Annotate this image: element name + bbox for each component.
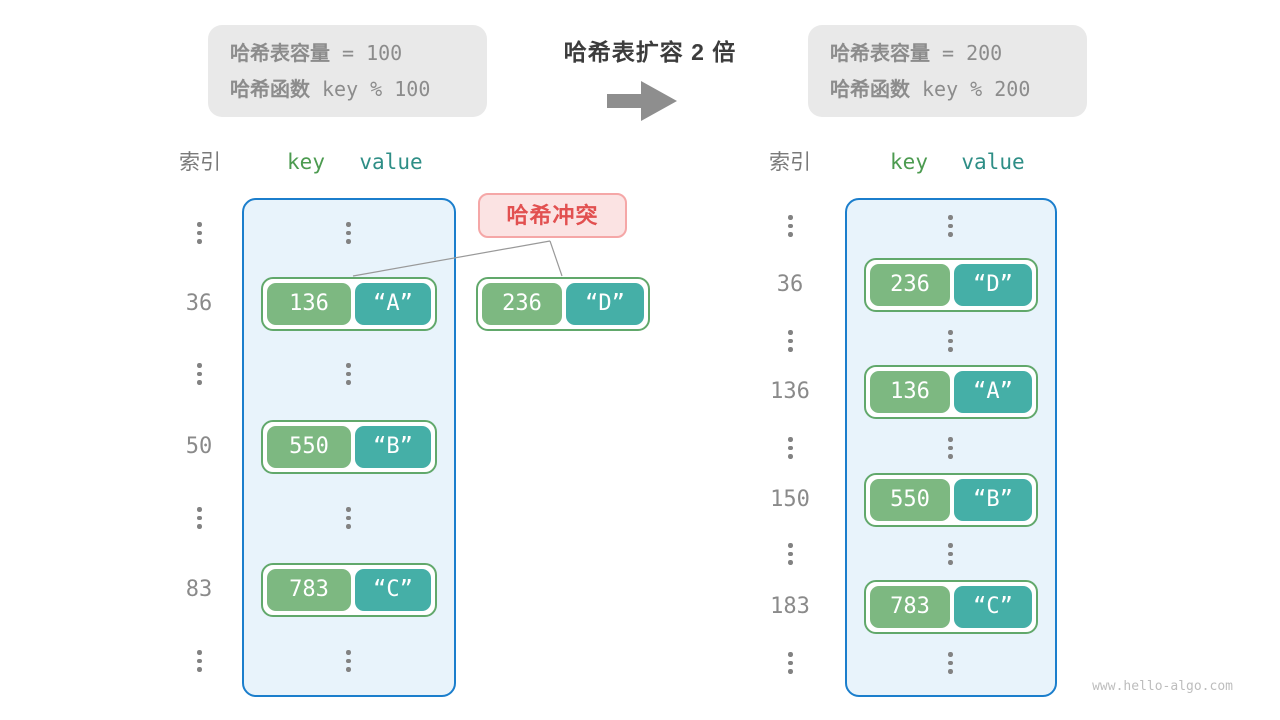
right-arrow-icon — [607, 81, 677, 121]
key-cell: 136 — [267, 283, 351, 325]
vertical-ellipsis — [197, 363, 202, 385]
expand-title: 哈希表扩容 2 倍 — [563, 39, 737, 65]
capacity-label: 哈希表容量 — [230, 42, 330, 65]
vertical-ellipsis — [948, 215, 953, 237]
capacity-value: = 200 — [942, 40, 1003, 65]
vertical-ellipsis — [197, 507, 202, 529]
vertical-ellipsis — [948, 652, 953, 674]
capacity-label: 哈希表容量 — [830, 42, 930, 65]
value-cell: “D” — [954, 264, 1032, 306]
watermark: www.hello-algo.com — [1092, 679, 1233, 694]
capacity-info-box-before: 哈希表容量 = 100 哈希函数 key % 100 — [208, 25, 487, 117]
hash-fn-value: key % 100 — [322, 76, 431, 101]
vertical-ellipsis — [948, 330, 953, 352]
capacity-line: 哈希表容量 = 100 — [230, 38, 465, 69]
capacity-info-box-after: 哈希表容量 = 200 哈希函数 key % 200 — [808, 25, 1087, 117]
key-cell: 236 — [482, 283, 562, 325]
value-cell: “B” — [355, 426, 431, 468]
pair-136-A: 136 “A” — [864, 365, 1038, 419]
key-cell: 236 — [870, 264, 950, 306]
value-cell: “B” — [954, 479, 1032, 521]
vertical-ellipsis — [788, 437, 793, 459]
hash-conflict-label: 哈希冲突 — [478, 193, 627, 238]
left-header-key: key — [287, 150, 325, 174]
key-cell: 550 — [267, 426, 351, 468]
capacity-line: 哈希表容量 = 200 — [830, 38, 1065, 69]
vertical-ellipsis — [788, 215, 793, 237]
vertical-ellipsis — [788, 330, 793, 352]
hash-fn-value: key % 200 — [922, 76, 1031, 101]
key-cell: 783 — [267, 569, 351, 611]
right-index-183: 183 — [770, 594, 810, 619]
vertical-ellipsis — [197, 650, 202, 672]
pair-236-D: 236 “D” — [864, 258, 1038, 312]
capacity-value: = 100 — [342, 40, 403, 65]
value-cell: “A” — [355, 283, 431, 325]
right-index-136: 136 — [770, 379, 810, 404]
left-index-83: 83 — [185, 577, 213, 602]
hash-fn-label: 哈希函数 — [230, 78, 310, 101]
hash-fn-line: 哈希函数 key % 200 — [830, 74, 1065, 105]
pair-550-B: 550 “B” — [864, 473, 1038, 527]
key-cell: 783 — [870, 586, 950, 628]
pair-783-C: 783 “C” — [864, 580, 1038, 634]
vertical-ellipsis — [948, 543, 953, 565]
vertical-ellipsis — [788, 652, 793, 674]
value-cell: “C” — [355, 569, 431, 611]
right-index-36: 36 — [776, 272, 804, 297]
vertical-ellipsis — [197, 222, 202, 244]
vertical-ellipsis — [346, 222, 351, 244]
value-cell: “C” — [954, 586, 1032, 628]
vertical-ellipsis — [948, 437, 953, 459]
left-header-value: value — [359, 150, 423, 174]
key-cell: 136 — [870, 371, 950, 413]
pair-550-B: 550 “B” — [261, 420, 437, 474]
value-cell: “D” — [566, 283, 644, 325]
right-header-value: value — [961, 150, 1025, 174]
left-index-36: 36 — [185, 291, 213, 316]
left-header-index: 索引 — [179, 151, 221, 174]
vertical-ellipsis — [346, 507, 351, 529]
right-header-key: key — [890, 150, 928, 174]
value-cell: “A” — [954, 371, 1032, 413]
right-index-150: 150 — [770, 487, 810, 512]
key-cell: 550 — [870, 479, 950, 521]
vertical-ellipsis — [788, 543, 793, 565]
hash-fn-line: 哈希函数 key % 100 — [230, 74, 465, 105]
right-header-index: 索引 — [769, 151, 811, 174]
hash-fn-label: 哈希函数 — [830, 78, 910, 101]
left-index-50: 50 — [185, 434, 213, 459]
vertical-ellipsis — [346, 650, 351, 672]
pair-136-A: 136 “A” — [261, 277, 437, 331]
pair-783-C: 783 “C” — [261, 563, 437, 617]
vertical-ellipsis — [346, 363, 351, 385]
pair-236-D-conflict: 236 “D” — [476, 277, 650, 331]
